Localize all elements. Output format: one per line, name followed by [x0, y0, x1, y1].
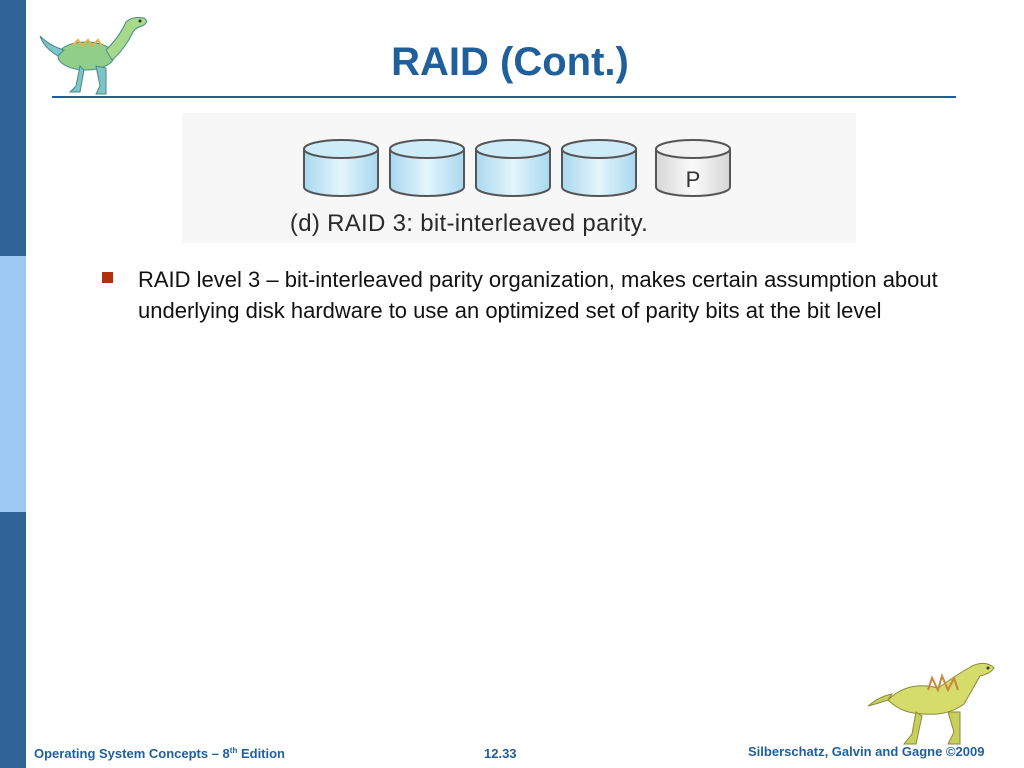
footer-page-number: 12.33: [484, 746, 517, 761]
footer-book-suffix: Edition: [237, 746, 286, 761]
dinosaur-icon: [868, 662, 995, 745]
sidebar-stripe: [0, 0, 26, 768]
data-disk-3: [475, 139, 551, 197]
parity-disk: P: [655, 139, 731, 197]
data-disk-4: [561, 139, 637, 197]
data-disk-1: [303, 139, 379, 197]
footer-copyright: Silberschatz, Galvin and Gagne ©2009: [748, 744, 985, 759]
data-disk-2: [389, 139, 465, 197]
disk-array: P: [303, 139, 731, 197]
dinosaur-icon: [39, 17, 148, 95]
footer-book-sup: th: [229, 746, 238, 755]
page-title: RAID (Cont.): [391, 40, 629, 84]
figure-caption: (d) RAID 3: bit-interleaved parity.: [289, 210, 649, 237]
bullet-text: RAID level 3 – bit-interleaved parity or…: [138, 267, 938, 323]
footer-book-prefix: Operating System Concepts – 8: [34, 746, 230, 761]
parity-label: P: [686, 167, 701, 192]
bullet-marker: [102, 272, 113, 283]
title-divider: [52, 96, 956, 98]
raid3-figure: P (d) RAID 3: bit-interleaved parity.: [182, 113, 856, 243]
sidebar-band: [0, 256, 26, 512]
footer-book-title: Operating System Concepts – 8th Edition: [34, 746, 285, 761]
